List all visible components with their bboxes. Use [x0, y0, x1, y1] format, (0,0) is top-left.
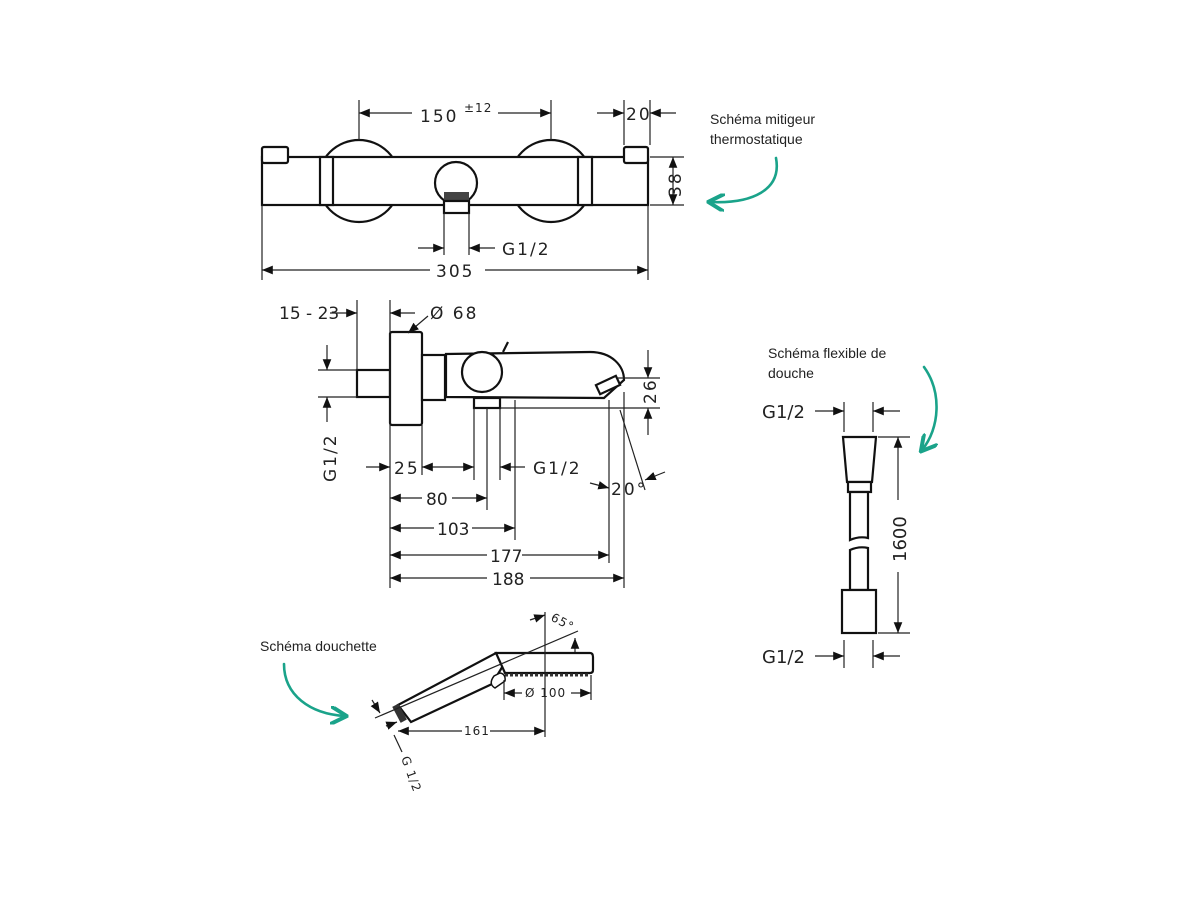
dim-25: 25 [394, 459, 420, 479]
thermostat-knob [460, 350, 504, 394]
lever [502, 341, 509, 353]
label-handshower: Schéma douchette [260, 638, 377, 654]
dim-diameter-100: Ø 100 [525, 686, 566, 700]
curved-arrow-icon [282, 662, 345, 716]
dim-161: 161 [464, 724, 490, 738]
hose-bottom-fitting [840, 588, 878, 635]
union-nut [420, 353, 447, 402]
thermostat-side-view: 15 - 23 Ø 68 G1/2 25 G1/2 80 103 177 188… [279, 300, 666, 590]
annotation-handshower: Schéma douchette [260, 638, 377, 716]
dim-305: 305 [436, 262, 474, 282]
right-handle-ring [576, 155, 594, 207]
dim-1600: 1600 [890, 516, 911, 562]
dim-188: 188 [492, 570, 524, 590]
hose-tube-lower [848, 546, 870, 592]
left-handle-cap [260, 145, 290, 165]
label-thermostat-line2: thermostatique [710, 131, 803, 147]
handshower-handle [396, 651, 506, 724]
dim-15-23: 15 - 23 [279, 304, 339, 324]
label-hose-line2: douche [768, 365, 814, 381]
dim-150-tolerance: ±12 [464, 101, 492, 115]
hose-top-nut [846, 480, 873, 494]
outlet-nut [472, 396, 502, 410]
shower-hose-view: G1/2 1600 G1/2 [762, 402, 911, 668]
dim-g12-inlet: G1/2 [321, 433, 341, 482]
label-thermostat-line1: Schéma mitigeur [710, 111, 815, 127]
dim-g12-hose-bottom: G1/2 [762, 647, 805, 668]
wall-connector [355, 368, 392, 399]
dim-g12-hose-top: G1/2 [762, 402, 805, 423]
left-handle-ring [318, 155, 335, 207]
right-handle-cap [622, 145, 650, 165]
dim-diameter-68: Ø 68 [430, 304, 478, 324]
dim-150: 150 [420, 107, 458, 127]
dim-angle-65: 65° [549, 610, 577, 634]
thermostat-top-view: 150 ±12 20 38 G1/2 305 [260, 100, 686, 282]
annotation-thermostat: Schéma mitigeur thermostatique [710, 111, 815, 202]
dim-g12-outlet-side: G1/2 [533, 459, 582, 479]
curved-arrow-icon [922, 365, 937, 450]
dim-angle-20: 20° [611, 480, 647, 500]
hose-top-fitting [841, 435, 878, 484]
spout-aerator [594, 374, 622, 396]
hose-tube-upper [848, 490, 870, 542]
dim-20: 20 [626, 105, 652, 125]
dim-177: 177 [490, 547, 522, 567]
handshower-hook [490, 672, 506, 689]
dim-38: 38 [666, 171, 686, 197]
dim-g12-handshower: G 1/2 [398, 754, 424, 794]
dim-80: 80 [426, 490, 448, 510]
escutcheon [388, 330, 424, 427]
connector-nut [444, 192, 469, 201]
curved-arrow-icon [710, 156, 779, 202]
outlet-thread [442, 199, 471, 215]
dim-g12-outlet: G1/2 [502, 240, 551, 260]
label-hose-line1: Schéma flexible de [768, 345, 887, 361]
dim-26: 26 [641, 378, 661, 404]
dim-103: 103 [437, 520, 469, 540]
annotation-hose: Schéma flexible de douche [768, 345, 937, 450]
handshower-view: 65° Ø 100 161 G 1/2 [370, 610, 595, 794]
